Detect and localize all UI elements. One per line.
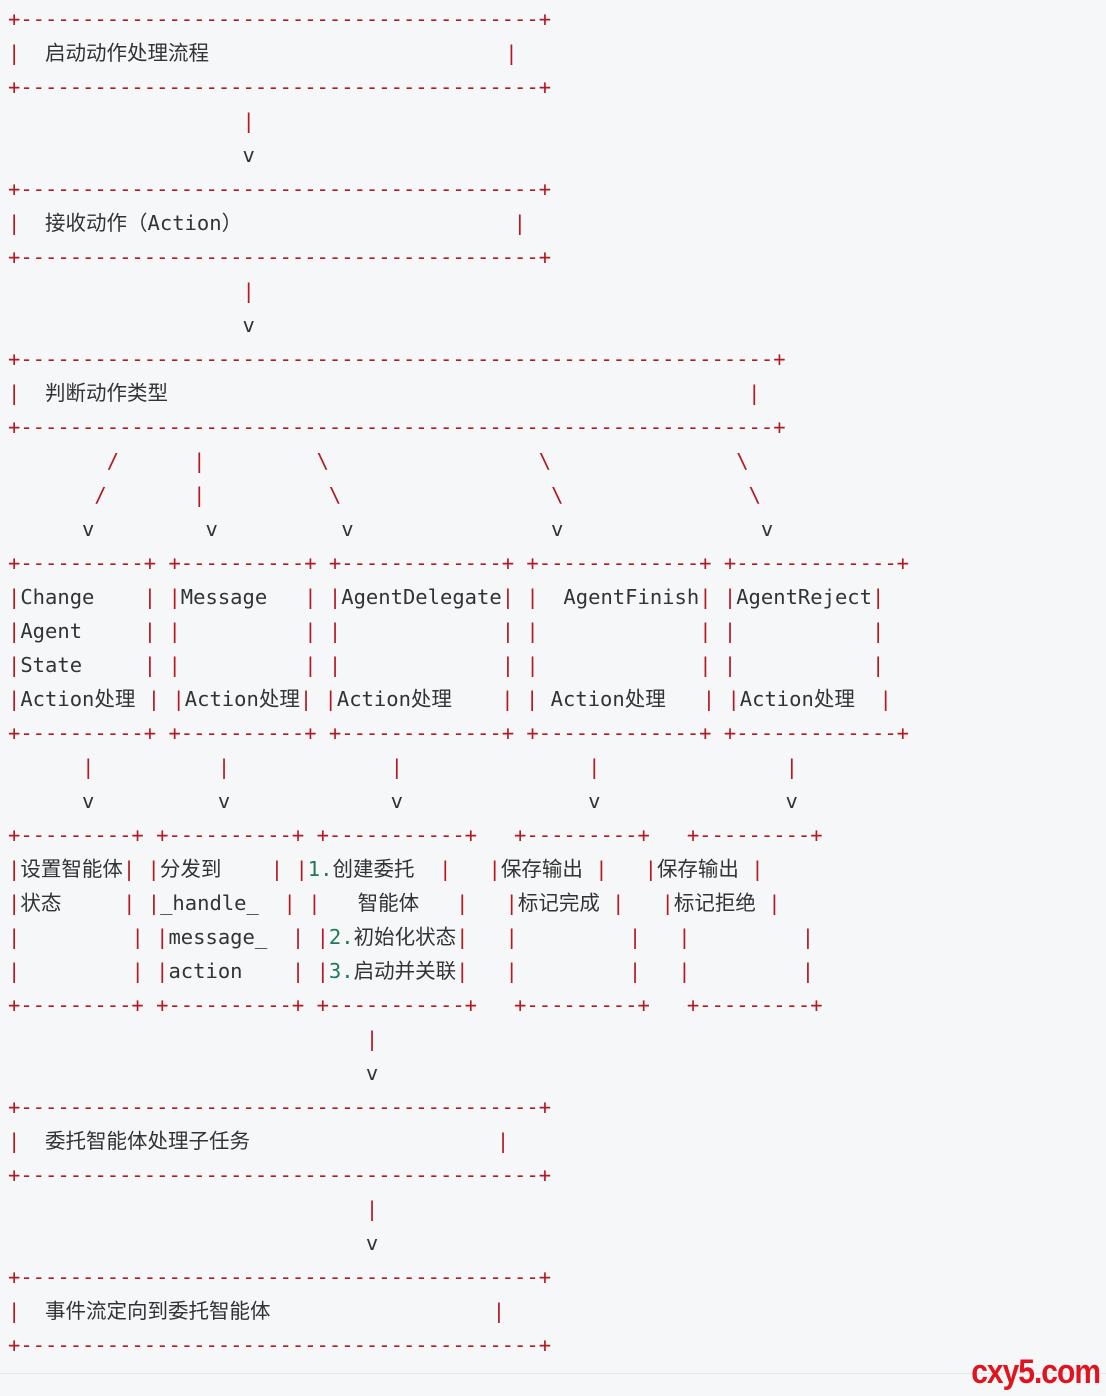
diagram-line: / | \ \ \ — [94, 483, 761, 507]
diagram-line: +---------------------------------------… — [8, 1265, 552, 1289]
diagram-line: |状态 | |_handle_ | | 智能体 | |标记完成 | |标记拒绝 … — [8, 891, 781, 915]
diagram-line: +---------------------------------------… — [8, 177, 552, 201]
diagram-line: v — [8, 143, 255, 167]
diagram-line: +---------------------------------------… — [8, 347, 786, 371]
divider — [0, 1373, 1106, 1374]
diagram-line: | 判断动作类型 | — [8, 381, 761, 405]
diagram-line: v v v v v — [8, 789, 798, 813]
diagram-line: +---------------------------------------… — [8, 1163, 552, 1187]
diagram-line: |Action处理 | |Action处理| |Action处理 | | Act… — [8, 687, 892, 711]
diagram-line: | — [365, 1027, 379, 1051]
diagram-line: v — [8, 313, 255, 337]
site-watermark: cxy5.com — [971, 1352, 1101, 1391]
diagram-line: | | | | | — [82, 755, 798, 779]
diagram-line: | | |message_ | |2.初始化状态| | | | | — [8, 925, 815, 949]
diagram-line: v — [8, 1061, 379, 1085]
diagram-line: +---------------------------------------… — [8, 75, 552, 99]
diagram-line: | — [242, 109, 255, 133]
diagram-line: | 启动动作处理流程 | — [8, 41, 518, 65]
diagram-line: | — [365, 1197, 379, 1221]
diagram-line: v — [8, 1231, 379, 1255]
diagram-line: +---------------------------------------… — [8, 1095, 552, 1119]
diagram-line: |Change | |Message | |AgentDelegate| | A… — [8, 585, 885, 609]
diagram-line: |设置智能体| |分发到 | |1.创建委托 | |保存输出 | |保存输出 | — [8, 857, 764, 881]
diagram-line: +----------+ +----------+ +-------------… — [8, 721, 910, 745]
diagram-line: | 事件流定向到委托智能体 | — [8, 1299, 506, 1323]
diagram-line: |Agent | | | | | | | | | — [8, 619, 885, 643]
diagram-line: |State | | | | | | | | | — [8, 653, 885, 677]
diagram-line: +---------------------------------------… — [8, 7, 552, 31]
diagram-line: +---------------------------------------… — [8, 245, 552, 269]
diagram-line: +---------------------------------------… — [8, 415, 786, 439]
diagram-line: | 接收动作（Action） | — [8, 211, 526, 235]
diagram-line: v v v v v — [8, 517, 774, 541]
diagram-line: / | \ \ \ — [106, 449, 749, 473]
diagram-line: +---------+ +----------+ +-----------+ +… — [8, 823, 823, 847]
diagram-line: | — [242, 279, 255, 303]
diagram-line: +---------------------------------------… — [8, 1333, 552, 1357]
diagram-line: | | |action | |3.启动并关联| | | | | — [8, 959, 815, 983]
diagram-line: | 委托智能体处理子任务 | — [8, 1129, 510, 1153]
diagram-line: +----------+ +----------+ +-------------… — [8, 551, 910, 575]
diagram-line: +---------+ +----------+ +-----------+ +… — [8, 993, 823, 1017]
